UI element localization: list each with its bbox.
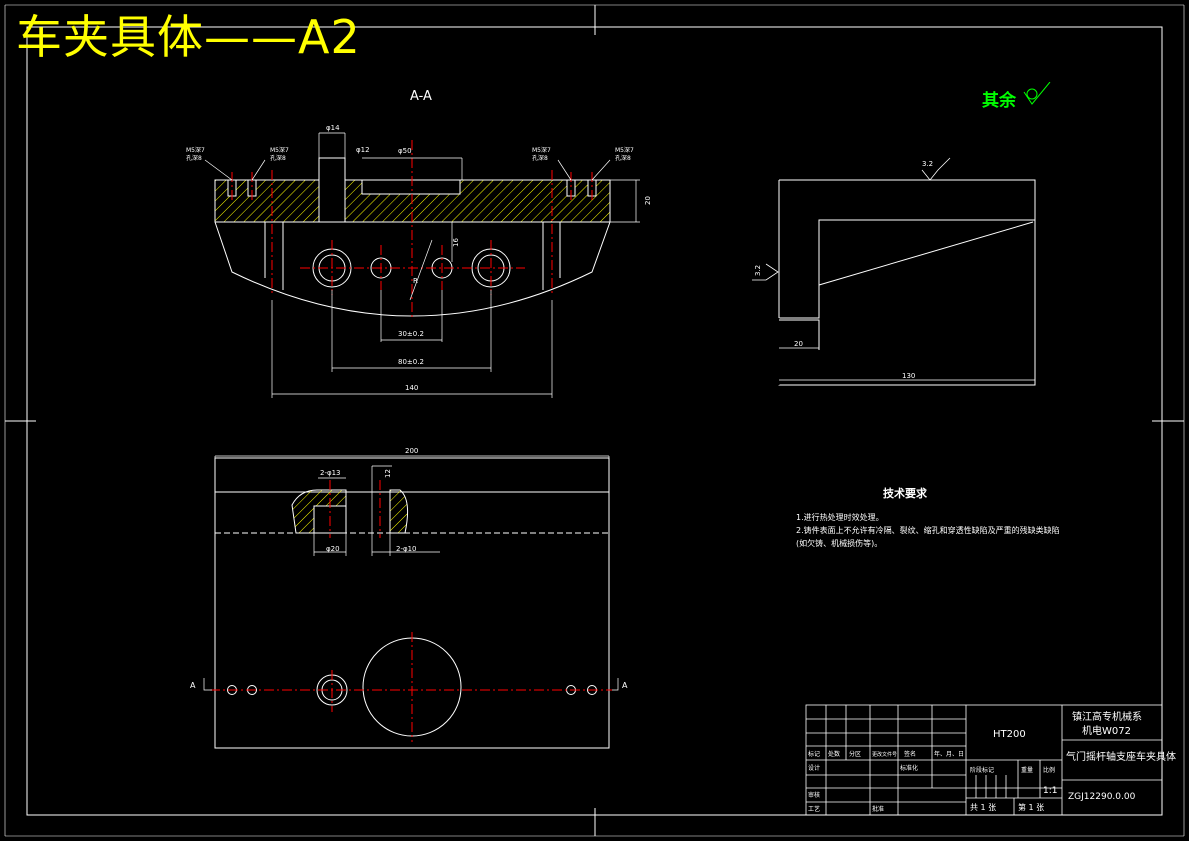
dim-h2: 2-φ13 [320, 469, 341, 477]
roughness-value-side: 3.2 [754, 265, 762, 276]
col-label-zone: 分区 [849, 750, 861, 758]
side-view [752, 157, 1036, 386]
col-label-count: 处数 [828, 750, 840, 758]
thread-2: 孔深8 [186, 154, 202, 162]
section-label: A-A [410, 89, 432, 104]
title-drawing-no: ZGJ12290.0.00 [1068, 792, 1136, 802]
title-block [805, 704, 1163, 816]
dim-d20: φ20 [326, 545, 340, 553]
title-scale: 1:1 [1043, 786, 1057, 796]
row-label-check: 审核 [808, 791, 820, 799]
row-label-design: 设计 [808, 764, 820, 772]
tech-req-line-3: (如欠铸、机械损伤等)。 [796, 539, 883, 548]
title-sheet-no: 第 1 张 [1018, 802, 1044, 812]
weight-label: 重量 [1021, 766, 1033, 774]
title-material: HT200 [993, 729, 1026, 740]
title-sheet-total: 共 1 张 [970, 803, 996, 812]
thread-8: 孔深8 [615, 154, 631, 162]
row-label-process: 工艺 [808, 805, 820, 813]
dim-30: 30±0.2 [398, 330, 424, 338]
title-school: 镇江高专机械系 [1072, 710, 1142, 723]
col-label-doc: 更改文件号 [872, 751, 897, 758]
sheet-border [4, 4, 1185, 837]
std-label: 标准化 [900, 764, 918, 772]
section-view: φ14 φ12 φ50 20 16 30±0.2 80±0.2 140 R M5… [186, 124, 652, 398]
roughness-note-label: 其余 [982, 91, 1016, 111]
col-label-date: 年、月、日 [934, 750, 964, 758]
dim-v12: 12 [384, 469, 392, 478]
tech-req-line-1: 1.进行热处理时效处理。 [796, 513, 884, 522]
thread-1: M5深7 [186, 146, 205, 154]
thread-5: M5深7 [532, 146, 551, 154]
approve-label: 批准 [872, 805, 884, 813]
dim-d50: φ50 [398, 147, 412, 155]
dim-80: 80±0.2 [398, 358, 424, 366]
thread-3: M5深7 [270, 146, 289, 154]
dim-d14: φ14 [326, 124, 340, 132]
sheet-title: 车夹具体——A2 [16, 10, 361, 64]
ratio-label: 比例 [1043, 766, 1055, 774]
thread-7: M5深7 [615, 146, 634, 154]
title-part: 气门摇杆轴支座车夹具体 [1066, 750, 1176, 763]
dim-d12: φ12 [356, 146, 370, 154]
tech-req-title: 技术要求 [883, 487, 927, 500]
title-class: 机电W072 [1082, 724, 1131, 737]
roughness-value-top: 3.2 [922, 160, 933, 168]
roughness-note: 其余 [982, 81, 1070, 112]
dim-w20: 20 [794, 340, 803, 348]
dim-d16: 16 [452, 238, 460, 247]
section-mark-right: A [622, 681, 628, 690]
dim-w130: 130 [902, 372, 915, 380]
col-label-sign: 签名 [904, 750, 916, 758]
dim-h2b: 2-φ10 [396, 545, 417, 553]
section-mark-left: A [190, 681, 196, 690]
thread-6: 孔深8 [532, 154, 548, 162]
dim-w200: 200 [405, 447, 418, 455]
dim-r: R [413, 277, 418, 285]
dim-140: 140 [405, 384, 418, 392]
row-label-mark: 标记 [808, 750, 820, 758]
dim-d20h: 20 [644, 196, 652, 205]
tech-req-line-2: 2.铸件表面上不允许有冷隔、裂纹、缩孔和穿透性缺陷及严重的残缺类缺陷 [796, 526, 1060, 535]
stage-label: 阶段标记 [970, 766, 994, 774]
roughness-symbol-icon [1023, 81, 1051, 105]
thread-4: 孔深8 [270, 154, 286, 162]
plan-view: 200 2-φ13 φ20 2-φ10 12 A A [190, 447, 628, 749]
